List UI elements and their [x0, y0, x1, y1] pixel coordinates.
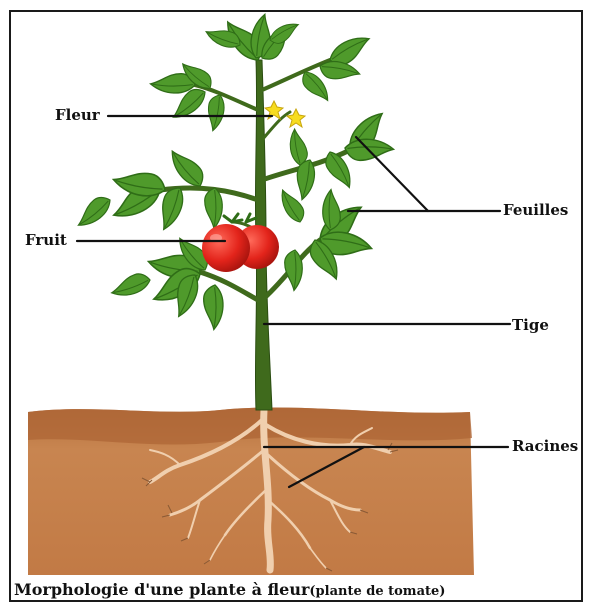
- leaves: [71, 13, 394, 331]
- label-fruit: Fruit: [25, 233, 67, 248]
- label-racines: Racines: [512, 439, 578, 454]
- caption-main: Morphologie d'une plante à fleur: [14, 580, 309, 599]
- caption-sub: (plante de tomate): [309, 584, 445, 599]
- tomatoes: [202, 224, 279, 272]
- label-tige: Tige: [512, 318, 549, 333]
- label-feuilles: Feuilles: [503, 203, 568, 218]
- figure-caption: Morphologie d'une plante à fleur(plante …: [14, 582, 445, 598]
- soil: [28, 407, 474, 575]
- tomato-calyx: [224, 214, 256, 222]
- label-fleur: Fleur: [55, 108, 100, 123]
